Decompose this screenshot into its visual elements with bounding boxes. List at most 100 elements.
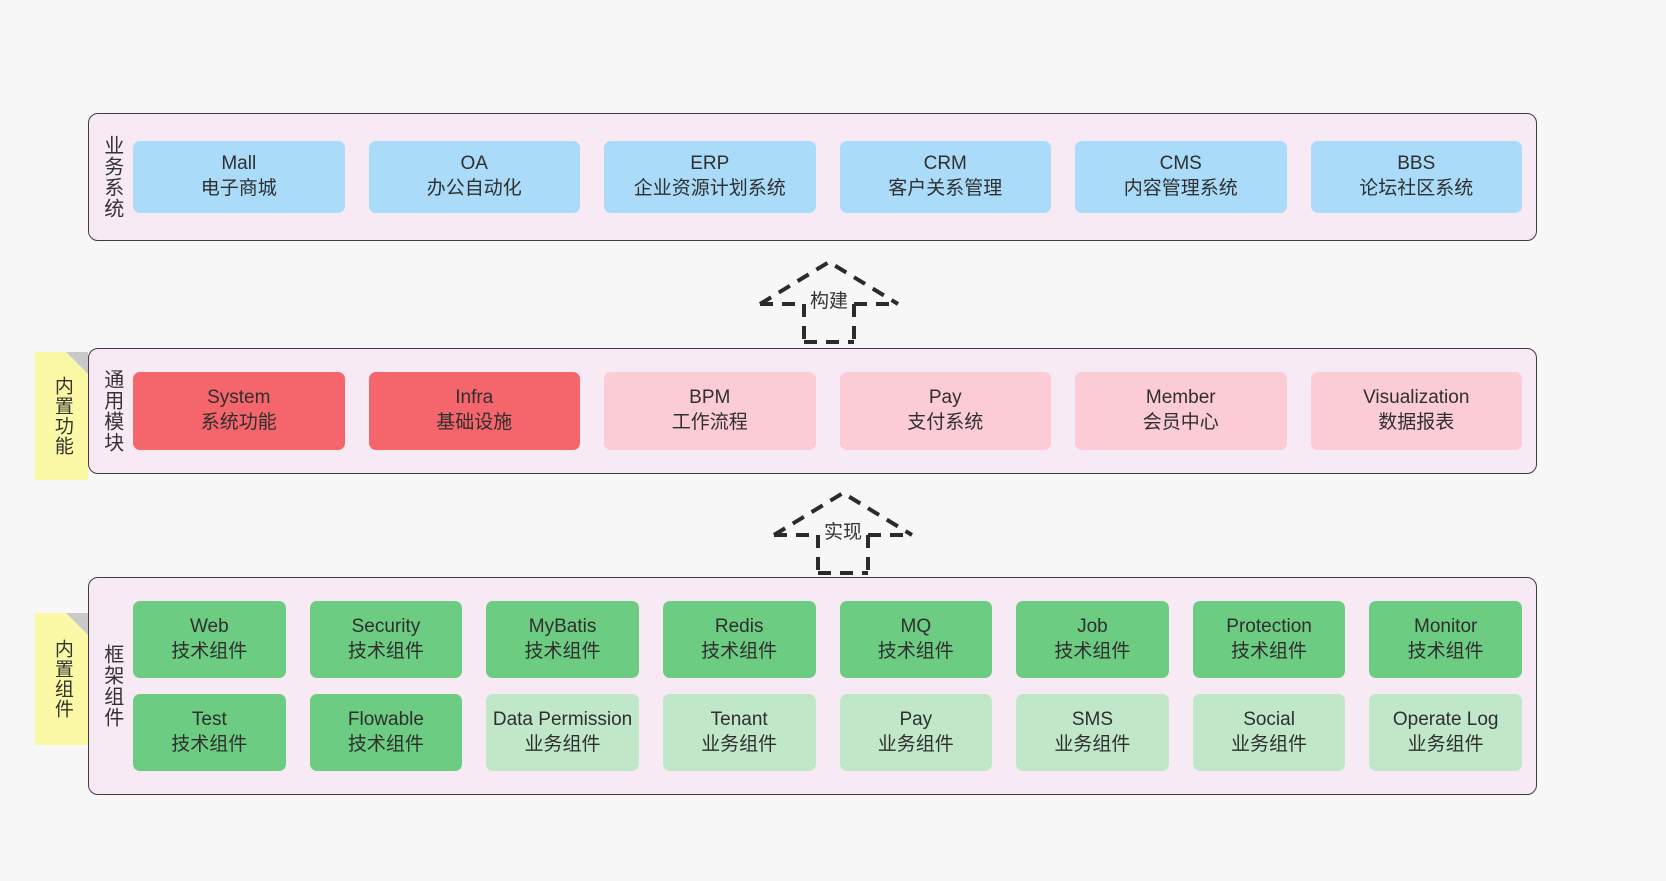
sticky-note-label: 内置功能 (51, 376, 73, 456)
node-title: Operate Log (1392, 708, 1499, 730)
node-system[interactable]: System 系统功能 (133, 372, 345, 450)
node-subtitle: 技术组件 (171, 733, 248, 755)
node-pay-component[interactable]: Pay 业务组件 (839, 694, 993, 771)
node-title: Member (1145, 387, 1216, 409)
sticky-note-label: 内置组件 (51, 639, 73, 719)
node-subtitle: 技术组件 (1054, 640, 1131, 662)
node-subtitle: 技术组件 (171, 640, 248, 662)
node-subtitle: 业务组件 (1407, 733, 1484, 755)
node-title: Mall (221, 153, 257, 175)
node-title: Job (1077, 615, 1108, 637)
node-subtitle: 客户关系管理 (888, 178, 1003, 199)
node-pay[interactable]: Pay 支付系统 (839, 372, 1051, 450)
layer-framework-components: 框架组件 Web 技术组件 Security 技术组件 MyBatis 技术组件… (88, 577, 1537, 795)
node-title: ERP (690, 153, 730, 175)
node-redis[interactable]: Redis 技术组件 (662, 601, 816, 678)
node-subtitle: 业务组件 (524, 733, 601, 755)
connector-build: 构建 (744, 256, 914, 344)
node-sms[interactable]: SMS 业务组件 (1016, 694, 1169, 771)
node-title: CMS (1159, 153, 1202, 175)
node-subtitle: 业务组件 (877, 733, 954, 755)
node-title: Test (191, 708, 227, 730)
node-row: Test 技术组件 Flowable 技术组件 Data Permission … (133, 694, 1522, 771)
node-subtitle: 技术组件 (701, 640, 778, 662)
node-subtitle: 支付系统 (907, 412, 984, 433)
node-title: Flowable (347, 708, 424, 730)
generalization-arrow-icon (758, 259, 900, 344)
node-subtitle: 业务组件 (1054, 733, 1131, 755)
sticky-note-builtin-features: 内置功能 (35, 352, 88, 480)
node-crm[interactable]: CRM 客户关系管理 (839, 141, 1051, 213)
node-visualization[interactable]: Visualization 数据报表 (1310, 372, 1522, 450)
node-subtitle: 数据报表 (1378, 412, 1455, 433)
node-subtitle: 技术组件 (347, 733, 424, 755)
node-mall[interactable]: Mall 电子商城 (133, 141, 345, 213)
node-web[interactable]: Web 技术组件 (133, 601, 286, 678)
connector-realize-label: 实现 (823, 522, 862, 543)
node-title: MQ (900, 615, 932, 637)
node-title: OA (460, 153, 488, 175)
node-title: System (207, 387, 271, 409)
node-data-permission[interactable]: Data Permission 业务组件 (486, 694, 639, 771)
node-title: Security (351, 615, 421, 637)
node-subtitle: 系统功能 (200, 412, 277, 433)
node-monitor[interactable]: Monitor 技术组件 (1369, 601, 1522, 678)
node-erp[interactable]: ERP 企业资源计划系统 (604, 141, 816, 213)
node-title: Infra (455, 387, 494, 409)
node-subtitle: 工作流程 (671, 412, 748, 433)
node-bbs[interactable]: BBS 论坛社区系统 (1310, 141, 1522, 213)
node-title: Pay (899, 708, 933, 730)
layer-label-business: 业务系统 (100, 135, 123, 219)
node-subtitle: 企业资源计划系统 (633, 178, 786, 199)
node-subtitle: 技术组件 (347, 640, 424, 662)
node-oa[interactable]: OA 办公自动化 (368, 141, 580, 213)
node-subtitle: 技术组件 (524, 640, 601, 662)
node-protection[interactable]: Protection 技术组件 (1192, 601, 1346, 678)
node-social[interactable]: Social 业务组件 (1192, 694, 1346, 771)
node-bpm[interactable]: BPM 工作流程 (604, 372, 816, 450)
node-subtitle: 电子商城 (200, 178, 277, 199)
node-title: SMS (1071, 708, 1114, 730)
connector-build-label: 构建 (809, 291, 848, 312)
node-mybatis[interactable]: MyBatis 技术组件 (486, 601, 639, 678)
node-infra[interactable]: Infra 基础设施 (368, 372, 580, 450)
node-title: BBS (1397, 153, 1436, 175)
generalization-arrow-icon (772, 490, 914, 575)
node-mq[interactable]: MQ 技术组件 (839, 601, 993, 678)
layer-body-framework: Web 技术组件 Security 技术组件 MyBatis 技术组件 Redi… (133, 578, 1536, 794)
node-security[interactable]: Security 技术组件 (309, 601, 463, 678)
node-row: Web 技术组件 Security 技术组件 MyBatis 技术组件 Redi… (133, 601, 1522, 678)
node-subtitle: 技术组件 (877, 640, 954, 662)
node-title: Web (189, 615, 229, 637)
layer-label-framework: 框架组件 (100, 644, 123, 728)
node-title: Visualization (1363, 387, 1470, 409)
node-subtitle: 基础设施 (436, 412, 513, 433)
node-row: Mall 电子商城 OA 办公自动化 ERP 企业资源计划系统 CRM 客户关系… (133, 141, 1522, 213)
layer-common-modules: 通用模块 System 系统功能 Infra 基础设施 BPM 工作流程 Pay… (88, 348, 1537, 474)
node-title: MyBatis (528, 615, 597, 637)
layer-business-systems: 业务系统 Mall 电子商城 OA 办公自动化 ERP 企业资源计划系统 CRM… (88, 113, 1537, 241)
node-subtitle: 会员中心 (1142, 412, 1219, 433)
node-title: Pay (928, 387, 962, 409)
node-title: Monitor (1414, 615, 1478, 637)
node-subtitle: 业务组件 (1231, 733, 1308, 755)
node-subtitle: 技术组件 (1231, 640, 1308, 662)
node-member[interactable]: Member 会员中心 (1075, 372, 1287, 450)
node-cms[interactable]: CMS 内容管理系统 (1075, 141, 1287, 213)
node-tenant[interactable]: Tenant 业务组件 (662, 694, 816, 771)
sticky-note-builtin-components: 内置组件 (35, 613, 88, 745)
node-job[interactable]: Job 技术组件 (1016, 601, 1169, 678)
node-subtitle: 办公自动化 (426, 178, 522, 199)
node-operate-log[interactable]: Operate Log 业务组件 (1369, 694, 1522, 771)
node-title: CRM (923, 153, 967, 175)
node-row: System 系统功能 Infra 基础设施 BPM 工作流程 Pay 支付系统… (133, 372, 1522, 450)
node-title: Social (1243, 708, 1295, 730)
layer-label-modules: 通用模块 (100, 369, 123, 453)
node-title: BPM (689, 387, 731, 409)
node-test[interactable]: Test 技术组件 (133, 694, 286, 771)
layer-body-business: Mall 电子商城 OA 办公自动化 ERP 企业资源计划系统 CRM 客户关系… (133, 114, 1536, 240)
node-flowable[interactable]: Flowable 技术组件 (309, 694, 463, 771)
layer-body-modules: System 系统功能 Infra 基础设施 BPM 工作流程 Pay 支付系统… (133, 349, 1536, 473)
node-title: Data Permission (492, 708, 633, 730)
